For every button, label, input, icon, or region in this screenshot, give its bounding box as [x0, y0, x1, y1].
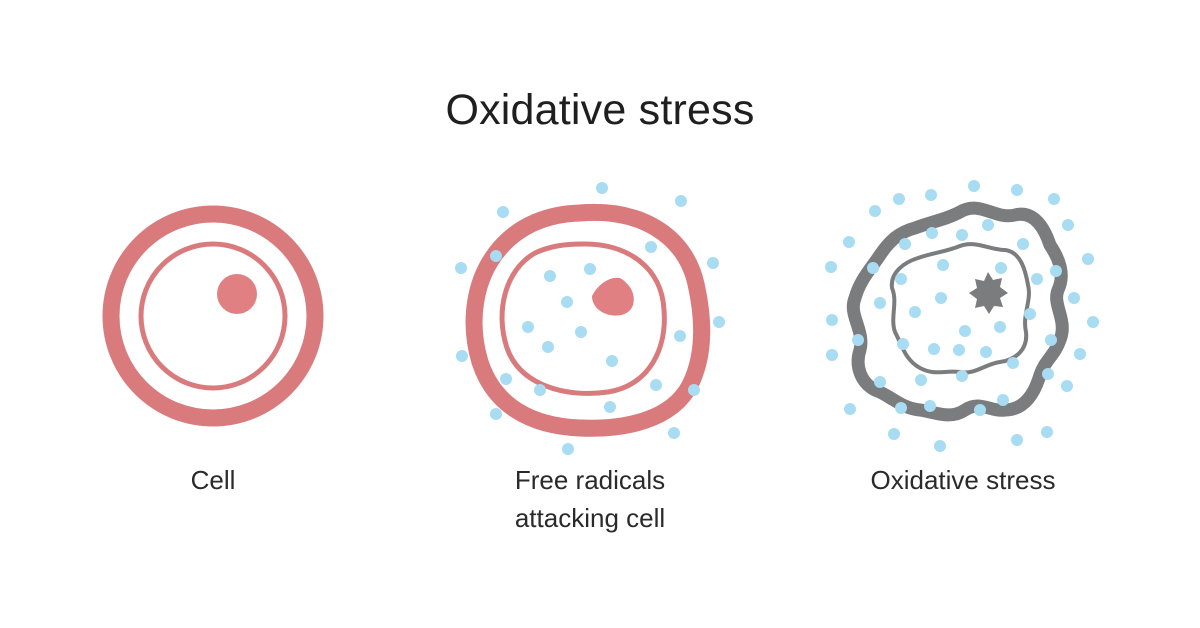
free-radical-dot [935, 292, 947, 304]
free-radical-dot [707, 257, 719, 269]
free-radical-dot [1011, 184, 1023, 196]
free-radical-dot [997, 394, 1009, 406]
free-radical-dot [490, 408, 502, 420]
free-radical-dot [1061, 380, 1073, 392]
free-radical-dot [562, 443, 574, 455]
free-radical-dot [534, 384, 546, 396]
free-radical-dot [456, 350, 468, 362]
free-radicals-attack-group [455, 182, 725, 455]
free-radical-dot [852, 334, 864, 346]
free-radical-dot [497, 206, 509, 218]
free-radical-dot [844, 403, 856, 415]
free-radical-dot [675, 195, 687, 207]
caption-line: Oxidative stress [870, 465, 1056, 495]
free-radical-dot [1024, 308, 1036, 320]
free-radical-dot [897, 338, 909, 350]
free-radical-dot [668, 427, 680, 439]
free-radical-dot [1031, 273, 1043, 285]
free-radical-dot [893, 193, 905, 205]
free-radical-dot [1007, 357, 1019, 369]
free-radical-dot [895, 273, 907, 285]
free-radical-dot [542, 341, 554, 353]
caption-cell: Cell [113, 461, 313, 499]
free-radical-dot [968, 180, 980, 192]
free-radical-dot [1045, 334, 1057, 346]
free-radical-dot [688, 384, 700, 396]
free-radical-dot [956, 229, 968, 241]
free-radical-dot [926, 227, 938, 239]
free-radical-dot [650, 379, 662, 391]
cell-outer-membrane [102, 205, 324, 427]
free-radical-dot [974, 404, 986, 416]
free-radical-dot [867, 262, 879, 274]
free-radical-dot [500, 373, 512, 385]
free-radical-dot [455, 262, 467, 274]
panel-free-radicals [465, 203, 711, 437]
free-radical-dot [490, 250, 502, 262]
caption-free-radicals: Free radicals attacking cell [460, 461, 720, 537]
free-radical-dot [604, 401, 616, 413]
free-radical-dot [928, 343, 940, 355]
caption-line: attacking cell [514, 503, 666, 533]
free-radical-dot [596, 182, 608, 194]
free-radical-dot [956, 370, 968, 382]
free-radical-dot [713, 316, 725, 328]
damaged-nucleus [969, 272, 1008, 314]
free-radical-dot [843, 236, 855, 248]
free-radical-dot [915, 374, 927, 386]
free-radical-dot [982, 219, 994, 231]
free-radicals-stress-group [825, 180, 1099, 452]
panel-cell [102, 205, 324, 427]
caption-line: Free radicals [514, 465, 666, 495]
caption-line: Cell [190, 465, 236, 495]
free-radical-dot [937, 259, 949, 271]
free-radical-dot [869, 205, 881, 217]
free-radical-dot [1048, 193, 1060, 205]
free-radical-dot [925, 189, 937, 201]
free-radical-dot [874, 376, 886, 388]
cell-inner-membrane [138, 241, 288, 391]
free-radical-dot [1011, 434, 1023, 446]
free-radical-dot [934, 440, 946, 452]
free-radical-dot [544, 270, 556, 282]
free-radical-dot [1087, 316, 1099, 328]
free-radical-dot [1017, 238, 1029, 250]
free-radical-dot [899, 238, 911, 250]
free-radical-dot [522, 321, 534, 333]
free-radical-dot [645, 241, 657, 253]
free-radical-dot [1042, 368, 1054, 380]
free-radical-dot [874, 297, 886, 309]
free-radical-dot [561, 296, 573, 308]
page-title: Oxidative stress [445, 86, 755, 134]
free-radical-dot [953, 344, 965, 356]
free-radical-dot [826, 349, 838, 361]
free-radical-dot [895, 402, 907, 414]
free-radical-dot [959, 325, 971, 337]
free-radical-dot [826, 314, 838, 326]
attacked-nucleus [592, 277, 634, 316]
attacked-inner-membrane [499, 241, 667, 396]
free-radical-dot [1068, 292, 1080, 304]
cell-nucleus [217, 274, 257, 314]
free-radical-dot [674, 330, 686, 342]
free-radical-dot [575, 326, 587, 338]
free-radical-dot [909, 306, 921, 318]
free-radical-dot [1050, 265, 1062, 277]
free-radical-dot [888, 428, 900, 440]
free-radical-dot [1074, 348, 1086, 360]
free-radical-dot [1062, 219, 1074, 231]
free-radical-dot [980, 346, 992, 358]
free-radical-dot [995, 262, 1007, 274]
free-radical-dot [606, 355, 618, 367]
free-radical-dot [994, 321, 1006, 333]
free-radical-dot [584, 263, 596, 275]
free-radical-dot [1082, 253, 1094, 265]
free-radical-dot [924, 400, 936, 412]
free-radical-dot [1041, 426, 1053, 438]
free-radical-dot [825, 261, 837, 273]
caption-oxidative-stress: Oxidative stress [828, 461, 1098, 499]
